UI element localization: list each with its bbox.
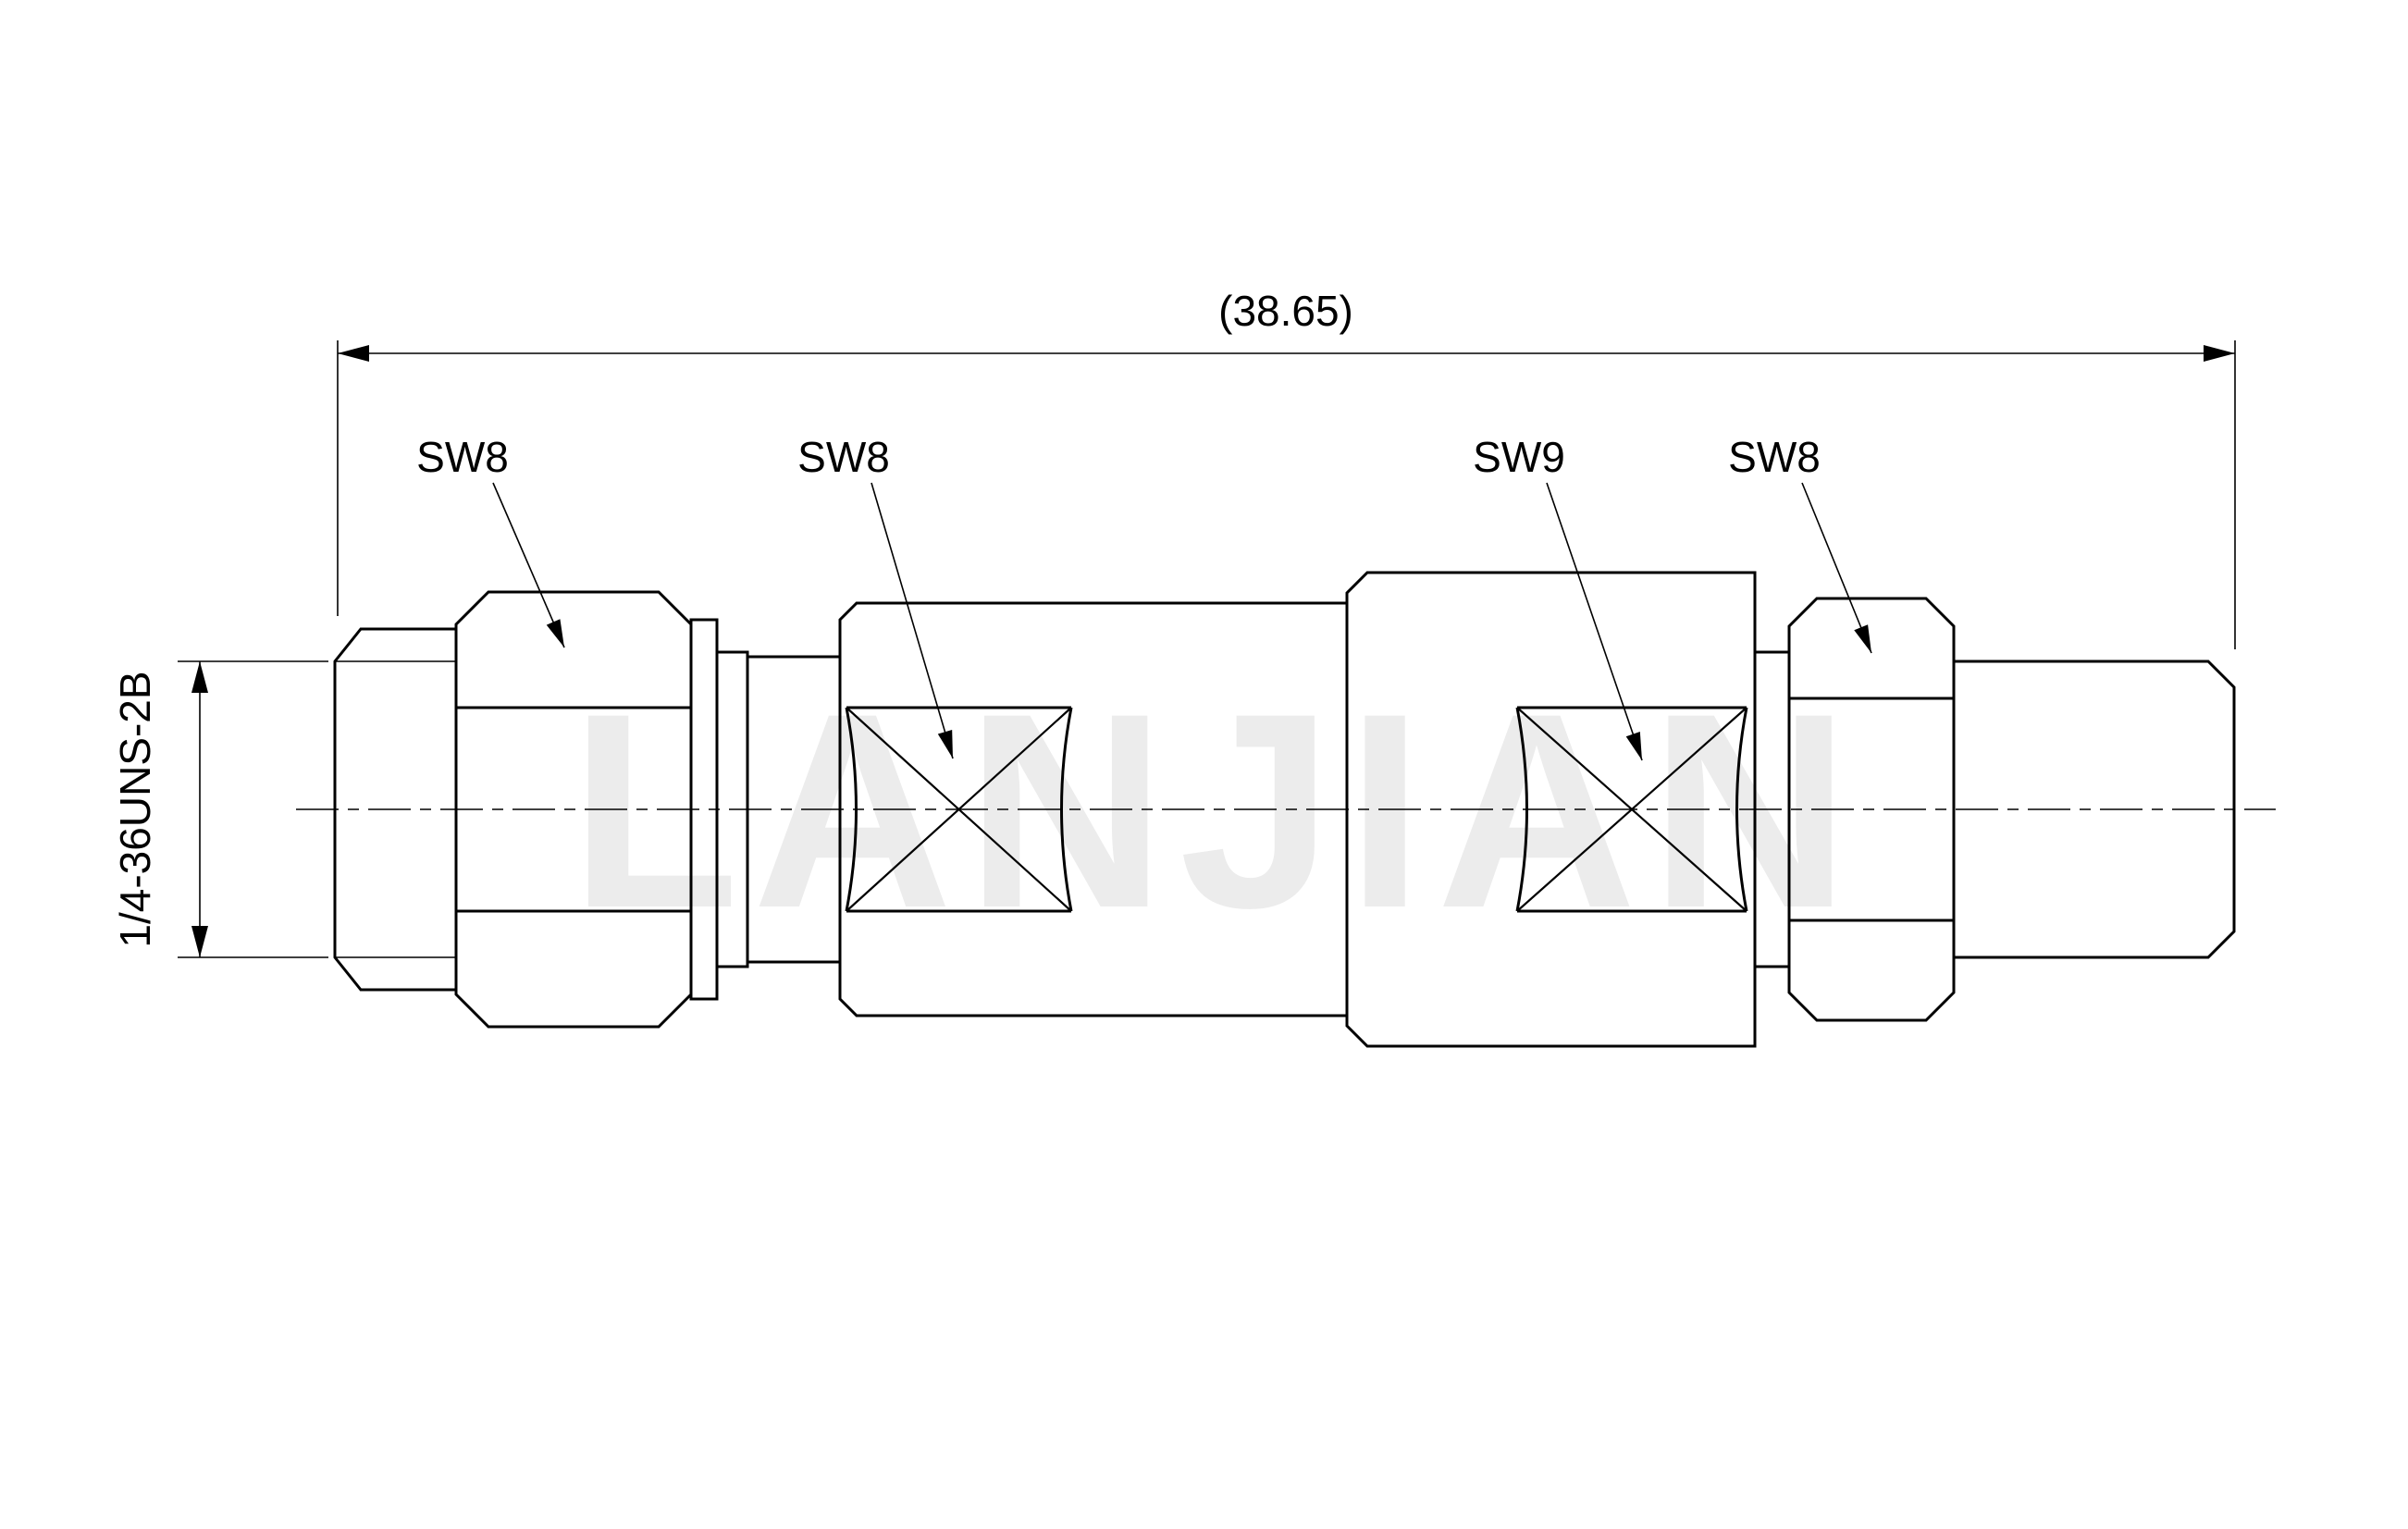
hex-flats-mid <box>845 706 1073 913</box>
sw8-right-text: SW8 <box>1728 433 1821 481</box>
overall-length-value: (38.65) <box>1218 287 1353 335</box>
label-sw9: SW9 <box>1473 433 1643 761</box>
sw9-text: SW9 <box>1473 433 1565 481</box>
hex-nut-left <box>454 590 693 1029</box>
sw8-mid-text: SW8 <box>797 433 890 481</box>
thread-spec-label: 1/4-36UNS-2B <box>111 671 159 947</box>
right-cylinder <box>1952 660 2236 959</box>
label-sw8-right: SW8 <box>1728 433 1872 654</box>
thread-spec-dimension: 1/4-36UNS-2B <box>111 660 328 958</box>
overall-length-dimension: (38.65) <box>337 287 2236 649</box>
sw8-left-text: SW8 <box>416 433 509 481</box>
watermark: LANJIAN <box>570 655 1863 966</box>
label-sw8-left: SW8 <box>416 433 565 648</box>
body-right <box>1345 571 1757 1048</box>
label-sw8-mid: SW8 <box>797 433 954 759</box>
hex-flats-right <box>1515 706 1748 913</box>
hex-nut-right <box>1787 597 1956 1022</box>
